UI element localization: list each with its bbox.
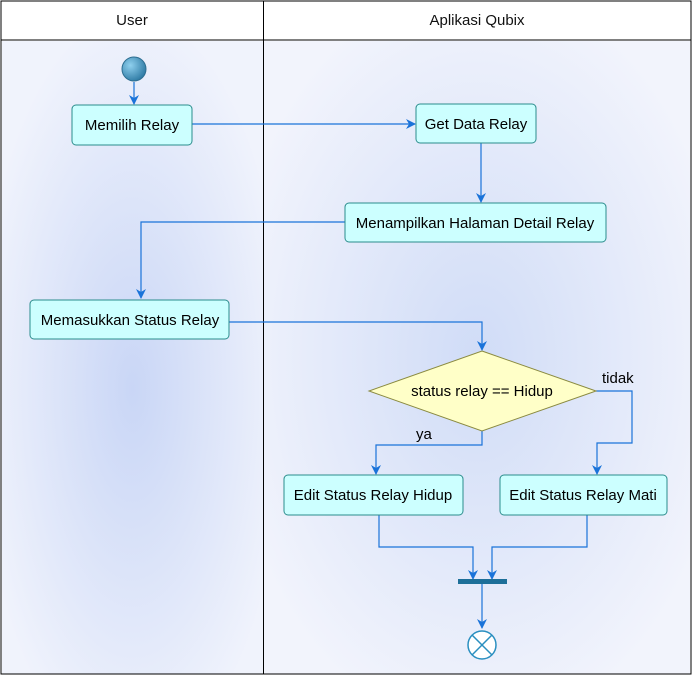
action-get-data-relay-label: Get Data Relay xyxy=(425,116,528,133)
flow-mati-to-join xyxy=(487,515,588,580)
flow-decision-ya xyxy=(371,431,483,475)
join-bar xyxy=(458,579,507,584)
decision-condition: status relay == Hidup xyxy=(411,383,553,400)
flow-decision-tidak xyxy=(592,390,633,475)
action-edit-hidup: Edit Status Relay Hidup xyxy=(283,474,464,516)
action-edit-mati-label: Edit Status Relay Mati xyxy=(509,487,657,504)
lane-header-aplikasi-qubix: Aplikasi Qubix xyxy=(429,12,525,29)
action-get-data-relay: Get Data Relay xyxy=(415,103,537,144)
action-menampilkan-detail: Menampilkan Halaman Detail Relay xyxy=(344,202,607,243)
guard-ya: ya xyxy=(416,426,433,443)
flow-memasukkan-to-decision xyxy=(229,321,487,351)
end-node xyxy=(467,630,497,660)
flow-menampilkan-to-memasukkan xyxy=(136,221,345,299)
control-flows xyxy=(129,82,633,629)
start-node xyxy=(121,56,147,82)
action-memilih-relay-label: Memilih Relay xyxy=(85,117,180,134)
action-edit-hidup-label: Edit Status Relay Hidup xyxy=(294,487,452,504)
guard-tidak: tidak xyxy=(602,370,634,387)
decision-node: status relay == Hidup xyxy=(367,350,598,432)
action-memasukkan-status: Memasukkan Status Relay xyxy=(29,299,230,340)
action-memilih-relay: Memilih Relay xyxy=(71,104,193,146)
lane-header-row xyxy=(1,1,691,40)
lane-user-background xyxy=(2,41,263,674)
action-menampilkan-detail-label: Menampilkan Halaman Detail Relay xyxy=(356,215,595,232)
flow-hidup-to-join xyxy=(378,515,478,580)
action-edit-mati: Edit Status Relay Mati xyxy=(499,474,668,516)
action-memasukkan-status-label: Memasukkan Status Relay xyxy=(41,312,220,329)
lane-header-user: User xyxy=(116,12,148,29)
